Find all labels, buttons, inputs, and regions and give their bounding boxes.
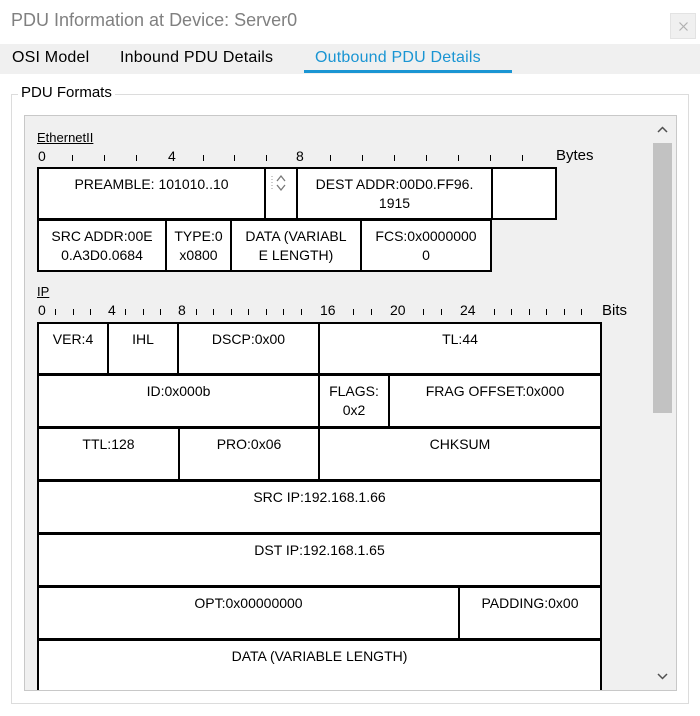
ip-tick <box>90 309 91 315</box>
ip-scale-16: 16 <box>320 302 336 318</box>
chevron-up-icon <box>657 126 668 133</box>
ip-tick <box>353 309 354 315</box>
ip-ihl-field: IHL <box>107 322 179 375</box>
ip-checksum-field: CHKSUM <box>318 427 602 481</box>
ethernet-tick <box>362 155 363 161</box>
ip-tick <box>125 309 126 315</box>
scroll-down-button[interactable] <box>650 663 675 689</box>
pdu-formats-label: PDU Formats <box>18 84 115 101</box>
ip-scale-24: 24 <box>460 302 476 318</box>
ip-scale-0: 0 <box>38 302 46 318</box>
ip-destination-address-field: DST IP:192.168.1.65 <box>37 533 602 587</box>
ip-tick <box>529 309 530 315</box>
eth-empty-field <box>491 167 557 220</box>
ip-flags-field: FLAGS:0x2 <box>318 374 390 428</box>
ip-tick <box>494 309 495 315</box>
spinner-arrows-icon <box>271 174 286 192</box>
ethernet-tick <box>136 155 137 161</box>
ip-protocol-field: PRO:0x06 <box>178 427 320 481</box>
window-title: PDU Information at Device: Server0 <box>11 10 298 30</box>
ethernet-tick <box>72 155 73 161</box>
ip-fragment-offset-field: FRAG OFFSET:0x000 <box>388 374 602 428</box>
ethernet-tick <box>104 155 105 161</box>
title-bar: PDU Information at Device: Server0 <box>0 0 700 40</box>
ethernet-tick <box>330 155 331 161</box>
eth-dest-addr-field: DEST ADDR:00D0.FF96.1915 <box>296 167 493 220</box>
chevron-down-icon <box>657 673 668 680</box>
ip-tick <box>55 309 56 315</box>
scrollbar-thumb[interactable] <box>653 143 672 413</box>
pdu-formats-groupbox <box>11 94 689 704</box>
ip-total-length-field: TL:44 <box>318 322 602 375</box>
close-button[interactable] <box>670 13 696 39</box>
ip-tick <box>283 309 284 315</box>
close-icon <box>679 22 688 31</box>
ip-tick <box>196 309 197 315</box>
scroll-up-button[interactable] <box>650 117 675 143</box>
ethernet-tick <box>394 155 395 161</box>
ethernet-tick <box>266 155 267 161</box>
ethernet-unit-label: Bytes <box>556 147 594 164</box>
ethernet-scale-4: 4 <box>168 148 176 164</box>
ethernet-tick <box>426 155 427 161</box>
ethernet-scale-0: 0 <box>38 148 46 164</box>
ip-tick <box>143 309 144 315</box>
ethernet-tick <box>458 155 459 161</box>
ip-padding-field: PADDING:0x00 <box>458 586 602 640</box>
ip-identification-field: ID:0x000b <box>37 374 320 428</box>
ethernet-tick <box>522 155 523 161</box>
ip-tick <box>546 309 547 315</box>
tab-outbound-pdu-details[interactable]: Outbound PDU Details <box>315 49 481 66</box>
ethernet-tick <box>490 155 491 161</box>
eth-spacer-field <box>264 167 298 220</box>
tab-inbound-pdu-details[interactable]: Inbound PDU Details <box>120 49 274 66</box>
ip-dscp-field: DSCP:0x00 <box>177 322 320 375</box>
tab-bar: OSI Model Inbound PDU Details Outbound P… <box>0 44 700 74</box>
pdu-format-content: EthernetII 0 4 8 Bytes PREAMBLE: 101010.… <box>25 116 653 690</box>
ip-tick <box>73 309 74 315</box>
ip-tick <box>441 309 442 315</box>
ip-options-field: OPT:0x00000000 <box>37 586 460 640</box>
ethernet-section-title: EthernetII <box>37 130 94 145</box>
ip-data-field: DATA (VARIABLE LENGTH) <box>37 639 602 690</box>
ip-tick <box>231 309 232 315</box>
ip-source-address-field: SRC IP:192.168.1.66 <box>37 480 602 534</box>
ethernet-scale-8: 8 <box>296 148 304 164</box>
ip-scale-4: 4 <box>108 302 116 318</box>
ip-ttl-field: TTL:128 <box>37 427 180 481</box>
ip-section-title: IP <box>37 284 50 299</box>
ip-tick <box>213 309 214 315</box>
ip-tick <box>564 309 565 315</box>
ip-tick <box>423 309 424 315</box>
ethernet-tick <box>203 155 204 161</box>
ip-scale-8: 8 <box>178 302 186 318</box>
ip-tick <box>511 309 512 315</box>
ip-version-field: VER:4 <box>37 322 109 375</box>
ip-tick <box>371 309 372 315</box>
ip-scale-20: 20 <box>390 302 406 318</box>
ip-tick <box>266 309 267 315</box>
ethernet-tick <box>234 155 235 161</box>
ip-tick <box>301 309 302 315</box>
vertical-scrollbar[interactable] <box>650 117 675 689</box>
pdu-format-viewport[interactable]: EthernetII 0 4 8 Bytes PREAMBLE: 101010.… <box>24 115 677 691</box>
ip-tick <box>581 309 582 315</box>
tab-osi-model[interactable]: OSI Model <box>12 49 90 66</box>
ip-tick <box>160 309 161 315</box>
active-tab-indicator <box>304 70 512 73</box>
ip-tick <box>248 309 249 315</box>
eth-preamble-field: PREAMBLE: 101010..10 <box>37 167 266 220</box>
ip-unit-label: Bits <box>602 302 628 319</box>
